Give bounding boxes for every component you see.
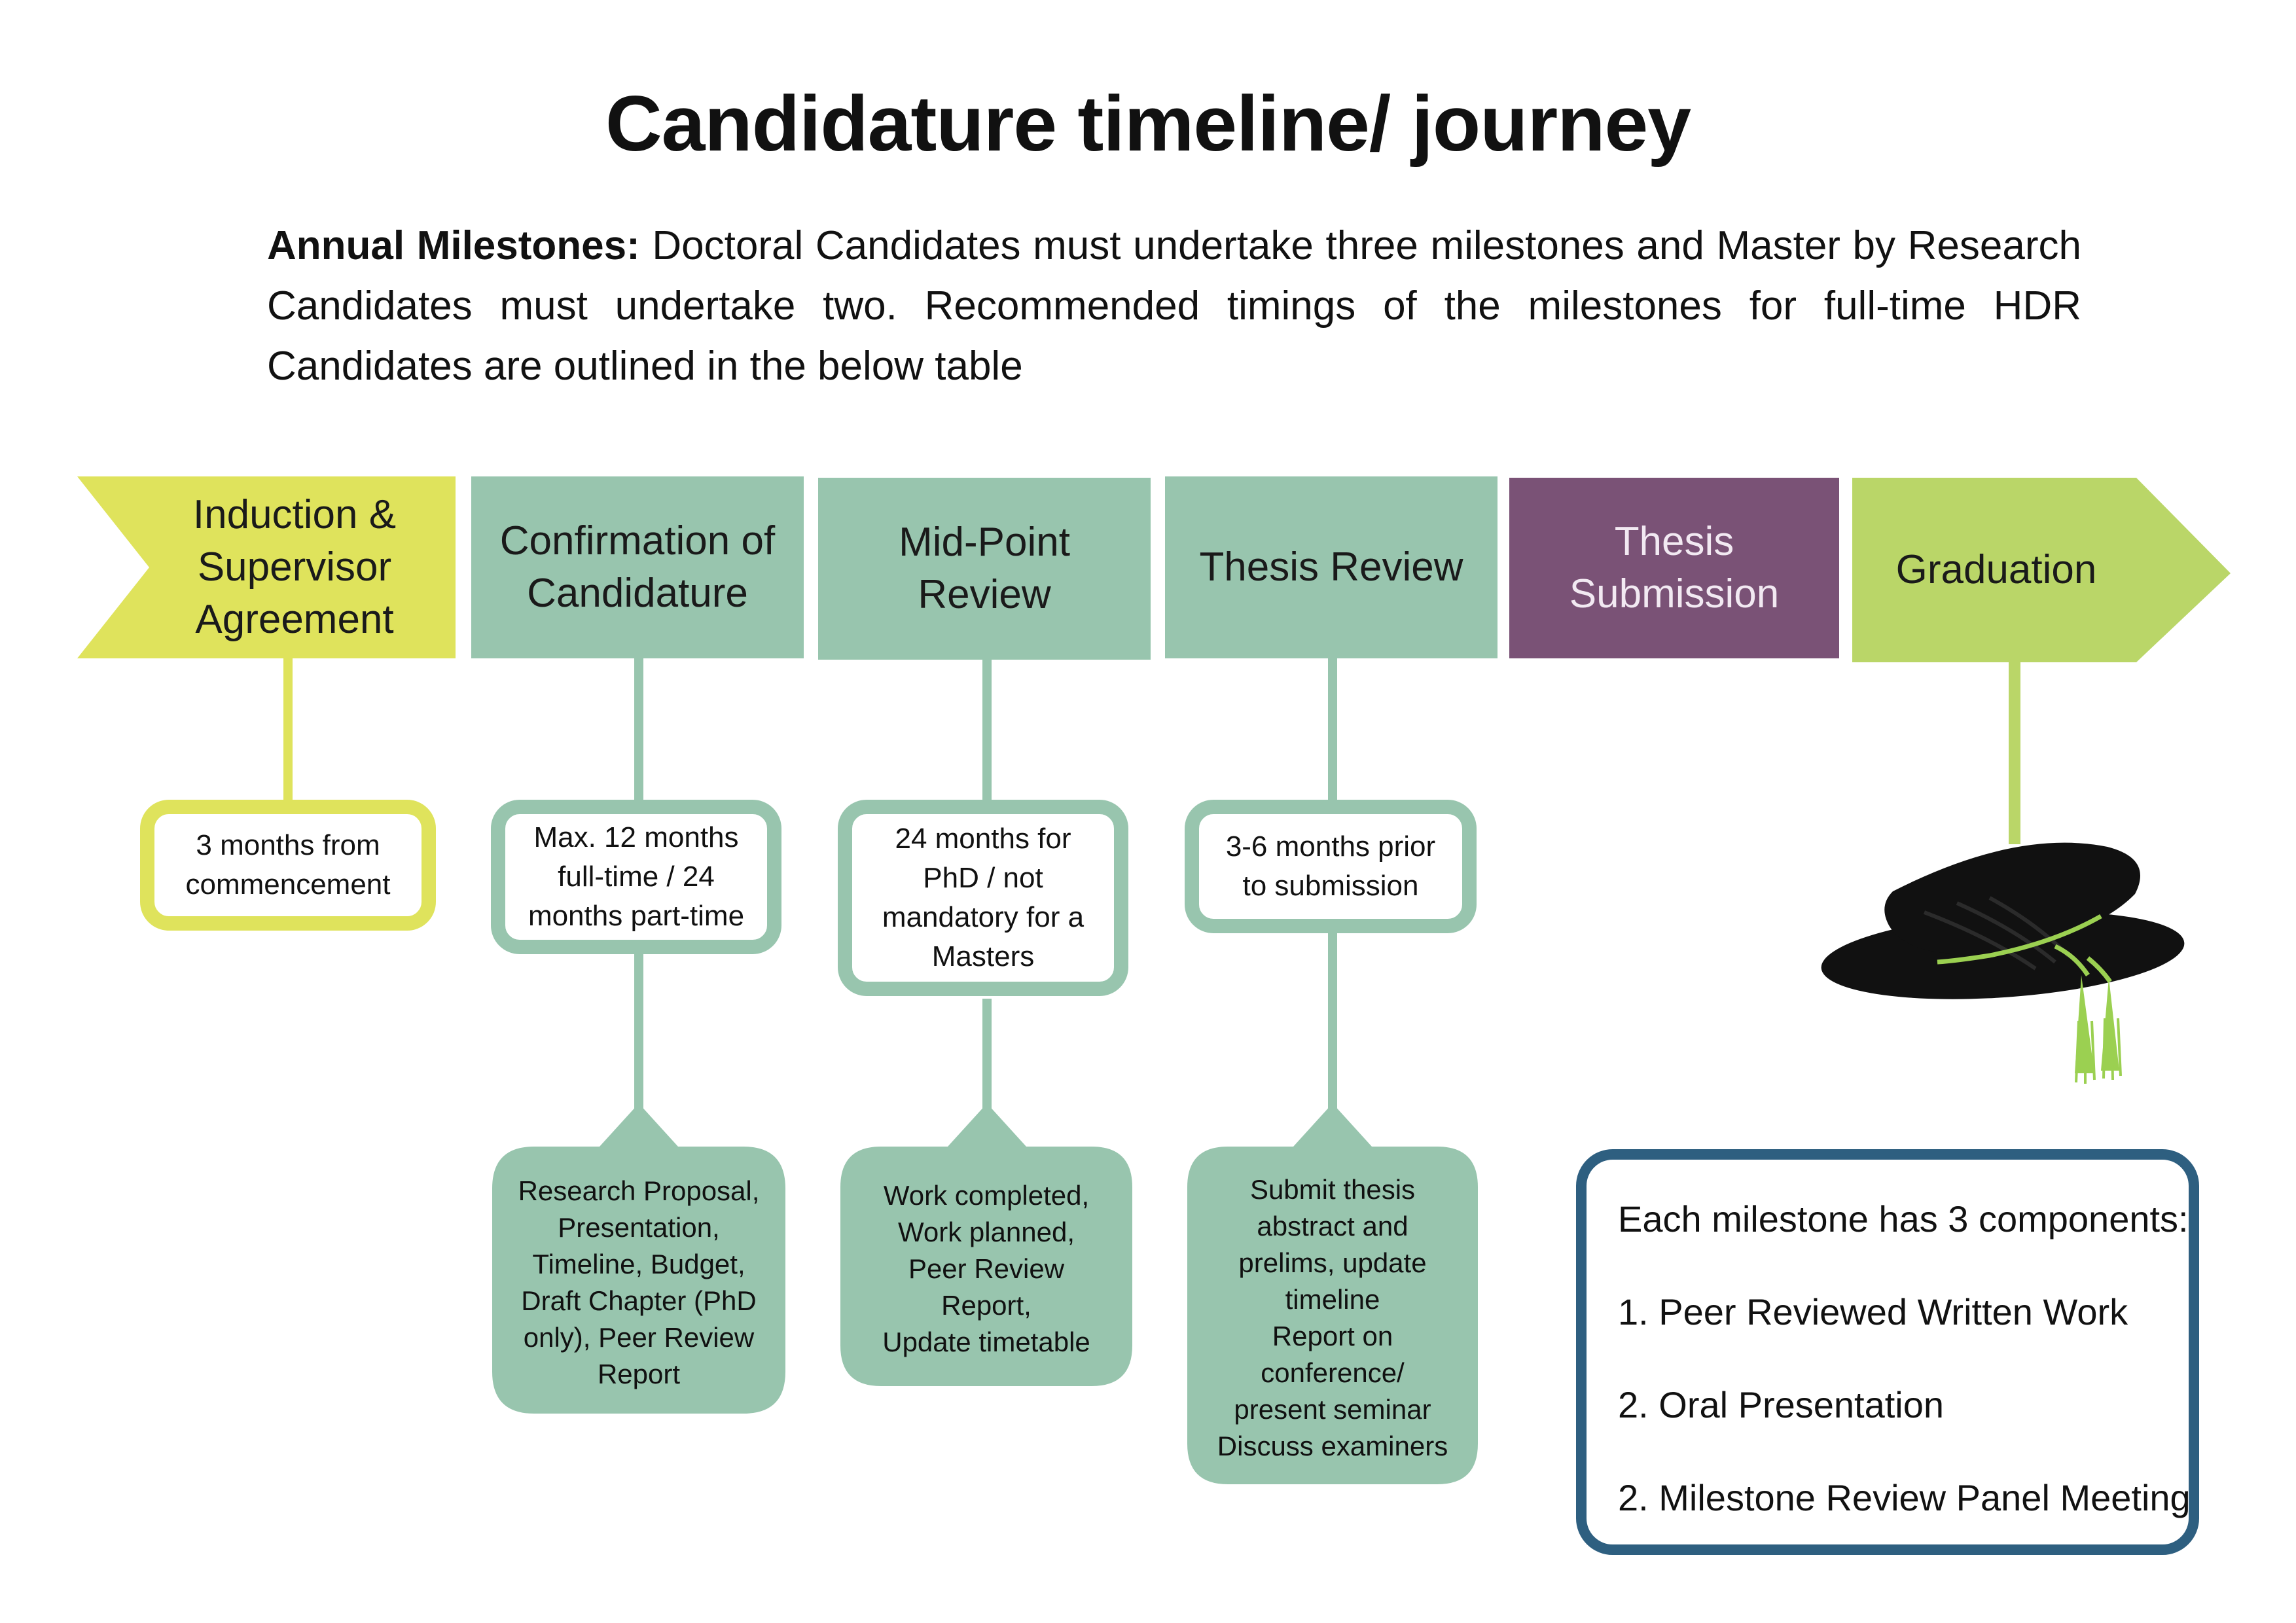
detail-box-confirmation	[492, 1103, 785, 1414]
timing-thesis-review: 3-6 months prior to submission	[1185, 800, 1477, 933]
stage-label-midpoint: Mid-Point Review	[899, 520, 1070, 617]
intro-paragraph: Annual Milestones: Doctoral Candidates m…	[267, 216, 2081, 397]
detail-box-midpoint	[840, 1103, 1132, 1386]
stage-band-confirmation	[471, 476, 804, 658]
intro-lead: Annual Milestones:	[267, 223, 640, 268]
stage-label-confirmation: Confirmation of Candidature	[499, 518, 776, 616]
components-heading: Each milestone has 3 components:	[1618, 1198, 2189, 1240]
component-item: 2. Milestone Review Panel Meeting	[1618, 1477, 2191, 1518]
components-list: 1. Peer Reviewed Written Work 2. Oral Pr…	[1618, 1289, 2191, 1521]
stage-label-graduation: Graduation	[1895, 547, 2097, 592]
page-title: Candidature timeline/ journey	[605, 80, 1691, 168]
stage-band-midpoint	[818, 478, 1151, 660]
timing-midpoint: 24 months for PhD / not mandatory for a …	[838, 800, 1128, 996]
stage-band-induction	[77, 476, 456, 658]
stage-band-graduation	[1852, 478, 2231, 662]
stage-label-thesis-review: Thesis Review	[1199, 544, 1463, 590]
graduation-cap-icon	[1821, 842, 2185, 1084]
timing-induction: 3 months from commencement	[140, 800, 436, 931]
component-item: 2. Oral Presentation	[1618, 1384, 1945, 1425]
detail-text-confirmation: Research Proposal, Presentation, Timelin…	[518, 1175, 760, 1389]
detail-box-thesis-review	[1187, 1103, 1478, 1484]
detail-text-midpoint: Work completed, Work planned, Peer Revie…	[882, 1180, 1090, 1357]
stage-label-thesis-submission: Thesis Submission	[1569, 519, 1780, 616]
intro-text: Doctoral Candidates must undertake three…	[267, 223, 2081, 389]
stage-label-induction: Induction & Supervisor Agreement	[192, 492, 397, 642]
stage-band-thesis-submission	[1509, 478, 1839, 658]
milestone-components-box: Each milestone has 3 components: 1. Peer…	[1576, 1149, 2199, 1555]
stage-band-thesis-review	[1165, 476, 1498, 658]
timing-confirmation: Max. 12 months full-time / 24 months par…	[491, 800, 781, 954]
detail-text-thesis-review: Submit thesis abstract and prelims, upda…	[1217, 1174, 1448, 1461]
component-item: 1. Peer Reviewed Written Work	[1618, 1291, 2128, 1332]
